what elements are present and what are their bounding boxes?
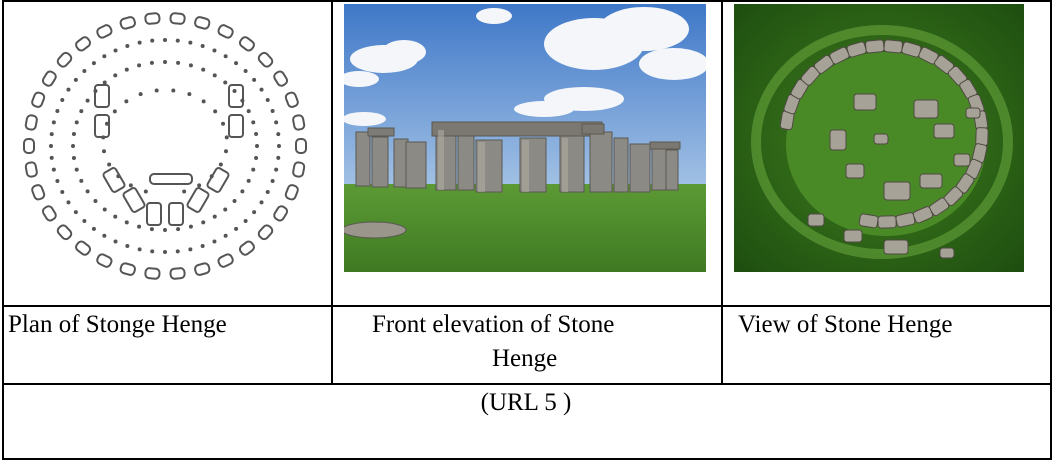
source-reference: (URL 5 ) [480, 389, 572, 416]
front-elevation-image [344, 4, 706, 272]
caption-view: View of Stone Henge [738, 311, 953, 338]
table-border-bottom [2, 458, 1052, 460]
row-divider-2 [2, 383, 1052, 385]
col-divider-2 [721, 0, 723, 385]
table-border-left [2, 0, 4, 460]
aerial-view-image [734, 4, 1024, 272]
caption-plan: Plan of Stonge Henge [8, 311, 227, 338]
caption-front-elevation-line2: Henge [492, 345, 558, 372]
plan-image [14, 4, 316, 296]
table-border-top [2, 0, 1052, 2]
row-divider-1 [2, 305, 1052, 307]
col-divider-1 [331, 0, 333, 385]
table-border-right [1050, 0, 1052, 460]
caption-front-elevation-line1: Front elevation of Stone [372, 311, 615, 338]
